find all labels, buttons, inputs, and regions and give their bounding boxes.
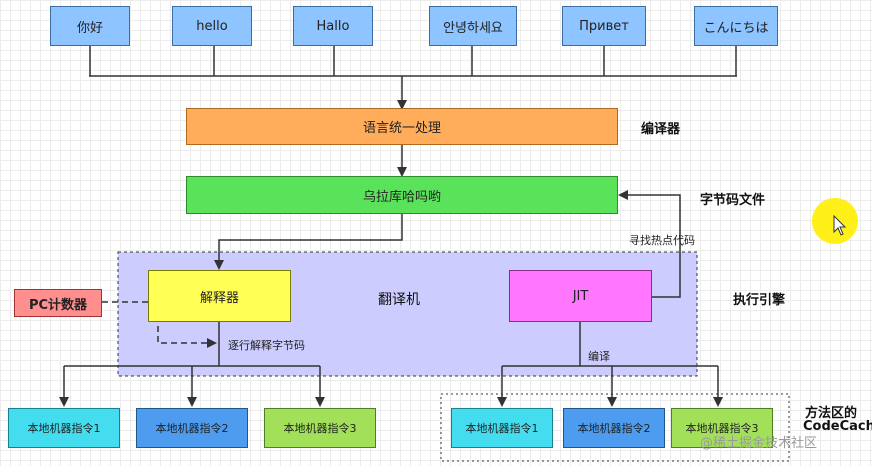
jit-label: JIT: [572, 288, 589, 304]
interpreter-label: 解释器: [199, 290, 239, 306]
language-unify-box: 语言统一处理: [186, 108, 618, 145]
greeting-box-japanese: こんにちは: [694, 6, 778, 46]
left-native-instruction-1: 本地机器指令1: [8, 408, 120, 448]
bytecode-box: 乌拉库哈吗哟: [186, 176, 618, 214]
method-area-label-line2: CodeCache: [803, 419, 872, 434]
greeting-label: Hallo: [316, 18, 350, 34]
compile-label: 编译: [588, 350, 610, 363]
code-cache-area: [440, 393, 790, 462]
instruction-label: 本地机器指令3: [283, 422, 357, 435]
left-native-instruction-2: 本地机器指令2: [136, 408, 248, 448]
pc-counter-label: PC计数器: [28, 297, 88, 313]
greeting-box-chinese: 你好: [50, 6, 130, 46]
line-by-line-label: 逐行解释字节码: [228, 339, 305, 352]
instruction-label: 本地机器指令3: [685, 422, 759, 435]
bytecode-file-label: 字节码文件: [700, 193, 766, 208]
translator-label: 翻译机: [378, 292, 420, 308]
greeting-label: 안녕하세요: [443, 20, 503, 36]
method-area-label-line1: 方法区的: [805, 406, 858, 421]
right-native-instruction-2: 本地机器指令2: [563, 408, 665, 448]
left-native-instruction-3: 本地机器指令3: [264, 408, 376, 448]
instruction-label: 本地机器指令1: [465, 422, 539, 435]
greeting-box-russian: Привет: [562, 6, 646, 46]
pc-counter-box: PC计数器: [14, 289, 102, 317]
watermark: @稀土掘金技术社区: [700, 436, 818, 451]
interpreter-box: 解释器: [148, 270, 291, 322]
greeting-box-english: hello: [172, 6, 252, 46]
cursor-highlight: [812, 198, 858, 244]
greeting-label: 你好: [76, 20, 103, 36]
greeting-label: hello: [196, 18, 228, 34]
execution-engine-label: 执行引擎: [733, 293, 786, 308]
greeting-label: Привет: [579, 18, 629, 34]
unify-label: 语言统一处理: [362, 121, 441, 136]
greeting-box-german: Hallo: [293, 6, 373, 46]
jit-box: JIT: [509, 270, 652, 322]
right-native-instruction-1: 本地机器指令1: [451, 408, 553, 448]
instruction-label: 本地机器指令1: [27, 422, 101, 435]
greeting-label: こんにちは: [703, 20, 769, 36]
compiler-label: 编译器: [641, 122, 681, 137]
instruction-label: 本地机器指令2: [155, 422, 229, 435]
instruction-label: 本地机器指令2: [577, 422, 651, 435]
greeting-box-korean: 안녕하세요: [429, 6, 517, 46]
find-hot-code-label: 寻找热点代码: [629, 234, 695, 247]
bytecode-label: 乌拉库哈吗哟: [362, 189, 441, 205]
right-native-instruction-3: 本地机器指令3: [671, 408, 773, 448]
